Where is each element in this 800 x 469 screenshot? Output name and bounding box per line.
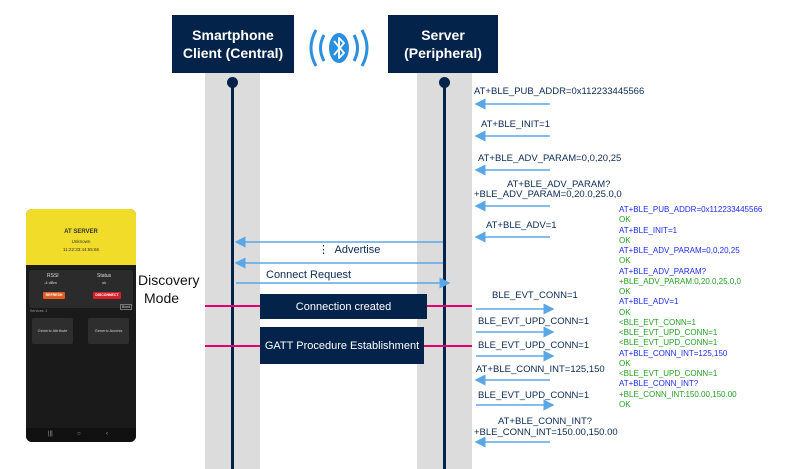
evt-conn: BLE_EVT_CONN=1 bbox=[492, 290, 578, 301]
log-line: +BLE_ADV_PARAM:0,20.0,25.0,0 bbox=[619, 276, 741, 286]
rssi-value: -4 dBm bbox=[44, 280, 57, 285]
service-tile-generic-access[interactable]: Generic Access bbox=[88, 318, 129, 344]
log-line: OK bbox=[619, 256, 631, 266]
client-header-line1: Smartphone bbox=[192, 27, 274, 43]
advertise-label: ⋮ Advertise bbox=[318, 244, 381, 256]
bluetooth-icon bbox=[309, 29, 369, 67]
bond-button[interactable]: Bond bbox=[120, 304, 133, 310]
log-line: AT+BLE_ADV_PARAM=0,0,20,25 bbox=[619, 246, 740, 255]
evt-upd-conn-3: BLE_EVT_UPD_CONN=1 bbox=[478, 390, 590, 401]
log-line: OK bbox=[619, 235, 631, 245]
discovery-label-line2: Mode bbox=[144, 290, 180, 306]
services-label: Services: 2 bbox=[30, 309, 48, 313]
connection-created-box: Connection created bbox=[260, 294, 427, 319]
gatt-procedure-box: GATT Procedure Establishment bbox=[260, 327, 424, 364]
cmd-conn-int-query: AT+BLE_CONN_INT? bbox=[498, 416, 593, 427]
log-line: OK bbox=[619, 399, 631, 409]
cmd-adv: AT+BLE_ADV=1 bbox=[486, 220, 557, 231]
log-line: <BLE_EVT_UPD_CONN=1 bbox=[619, 369, 718, 378]
connect-request-label: Connect Request bbox=[266, 269, 351, 281]
phone-header: AT SERVER Unknown 11:22:33:44:55:66 bbox=[26, 209, 136, 265]
cmd-adv-param-response: +BLE_ADV_PARAM=0,20.0,25.0,0 bbox=[474, 189, 622, 200]
log-line: AT+BLE_INIT=1 bbox=[619, 225, 678, 235]
recent-apps-icon[interactable]: ||| bbox=[48, 431, 53, 437]
server-lifeline bbox=[443, 82, 446, 469]
log-line: OK bbox=[619, 358, 631, 368]
cmd-conn-int-response: +BLE_CONN_INT=150.00,150.00 bbox=[474, 427, 618, 438]
cmd-conn-int: AT+BLE_CONN_INT=125,150 bbox=[476, 364, 605, 375]
log-line: <BLE_EVT_CONN=1 bbox=[619, 317, 696, 327]
log-line: OK bbox=[619, 287, 631, 296]
client-header: Smartphone Client (Central) bbox=[172, 15, 294, 73]
log-line: +BLE_CONN_INT:150.00,150.00 bbox=[619, 389, 737, 399]
back-icon[interactable]: ‹ bbox=[106, 431, 108, 437]
log-line: <BLE_EVT_UPD_CONN=1 bbox=[619, 328, 718, 337]
cmd-pub-addr: AT+BLE_PUB_ADDR=0x112233445566 bbox=[474, 86, 645, 97]
evt-upd-conn-1: BLE_EVT_UPD_CONN=1 bbox=[478, 316, 590, 327]
phone-title: AT SERVER bbox=[64, 229, 98, 235]
server-header-line1: Server bbox=[421, 27, 465, 43]
phone-status-card: RSSI -4 dBm Status ok REFRESH DISCONNECT bbox=[29, 270, 133, 308]
log-line: AT+BLE_CONN_INT? bbox=[619, 379, 699, 389]
server-header: Server (Peripheral) bbox=[388, 15, 498, 73]
discovery-mode-label: Discovery Mode bbox=[138, 271, 199, 307]
phone-nav-bar: ||| ○ ‹ bbox=[26, 428, 136, 442]
server-header-line2: (Peripheral) bbox=[404, 45, 482, 61]
log-line: AT+BLE_ADV=1 bbox=[619, 297, 679, 307]
home-icon[interactable]: ○ bbox=[77, 431, 81, 437]
advertise-text: Advertise bbox=[334, 244, 381, 256]
status-value: ok bbox=[102, 280, 107, 285]
log-line: OK bbox=[619, 215, 631, 225]
client-lifeline-dot bbox=[227, 77, 238, 88]
disconnect-button[interactable]: DISCONNECT bbox=[93, 292, 121, 299]
refresh-button[interactable]: REFRESH bbox=[43, 292, 65, 299]
phone-subtitle: Unknown bbox=[71, 239, 91, 244]
evt-upd-conn-2: BLE_EVT_UPD_CONN=1 bbox=[478, 340, 590, 351]
log-line: AT+BLE_PUB_ADDR=0x112233445566 bbox=[619, 205, 763, 214]
cmd-adv-param-query: AT+BLE_ADV_PARAM? bbox=[507, 179, 611, 190]
service-tile-generic-attribute[interactable]: Generic Attribute bbox=[32, 318, 73, 344]
smartphone-screenshot: AT SERVER Unknown 11:22:33:44:55:66 RSSI… bbox=[26, 209, 136, 442]
client-lifeline bbox=[231, 82, 234, 469]
client-header-line2: Client (Central) bbox=[182, 45, 284, 61]
log-line: OK bbox=[619, 307, 631, 317]
discovery-label-line1: Discovery bbox=[138, 272, 200, 288]
status-label: Status bbox=[97, 273, 112, 279]
rssi-label: RSSI bbox=[47, 273, 59, 279]
log-line: AT+BLE_ADV_PARAM? bbox=[619, 266, 707, 276]
cmd-adv-param: AT+BLE_ADV_PARAM=0,0,20,25 bbox=[478, 153, 622, 164]
phone-timestamp: 11:22:33:44:55:66 bbox=[63, 247, 99, 252]
log-line: AT+BLE_CONN_INT=125,150 bbox=[619, 348, 728, 358]
server-lifeline-dot bbox=[439, 77, 450, 88]
log-line: <BLE_EVT_UPD_CONN=1 bbox=[619, 338, 718, 348]
cmd-init: AT+BLE_INIT=1 bbox=[481, 119, 550, 130]
